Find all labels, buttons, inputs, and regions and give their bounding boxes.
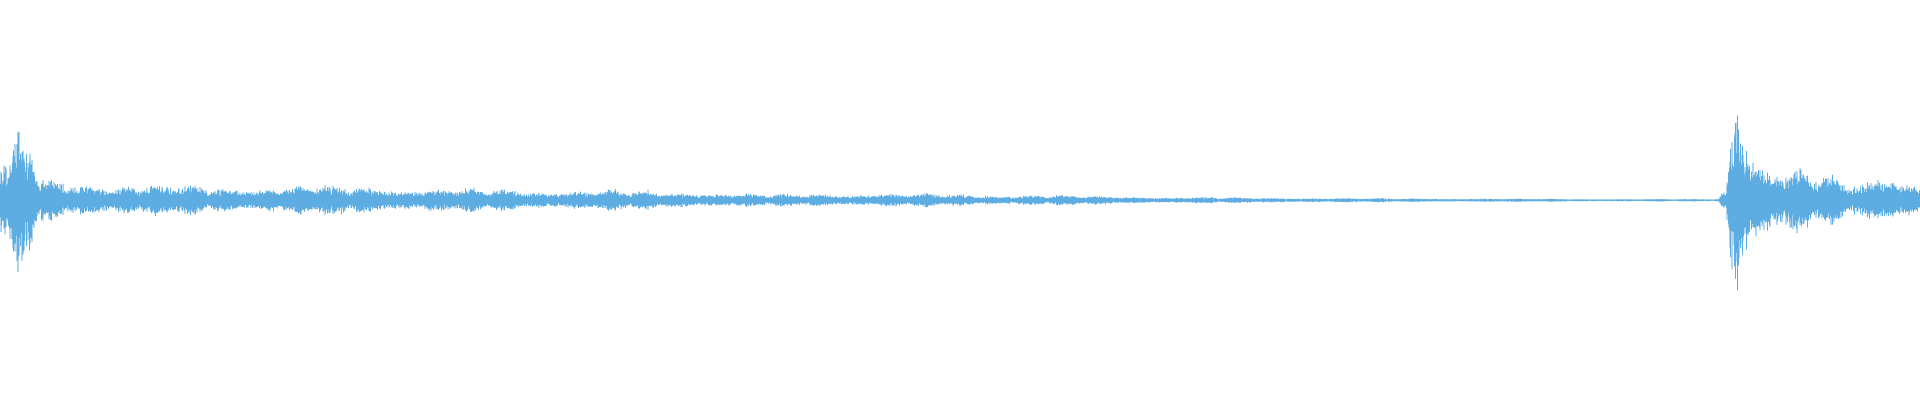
waveform-path <box>0 115 1920 291</box>
